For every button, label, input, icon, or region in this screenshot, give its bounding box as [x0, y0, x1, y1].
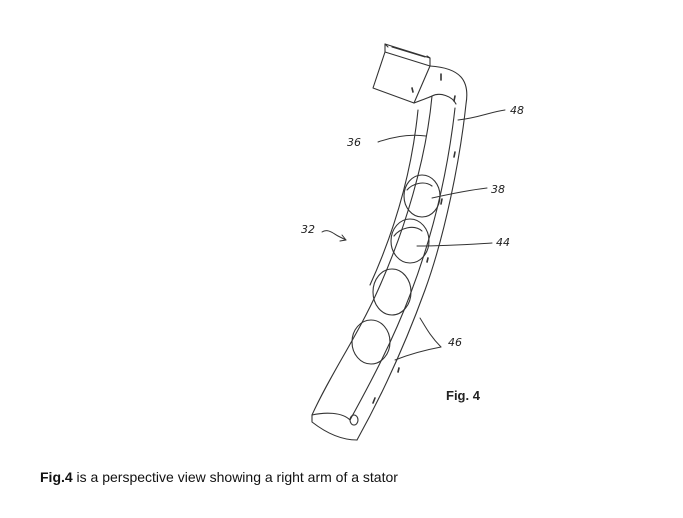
- label-44: 44: [496, 236, 510, 249]
- arm-body: [311, 65, 468, 441]
- hole-1: [403, 174, 441, 218]
- label-48: 48: [510, 104, 524, 117]
- caption-prefix: Fig.4: [40, 469, 73, 485]
- hole-3: [372, 268, 412, 316]
- top-block: [372, 43, 431, 104]
- hole-4: [351, 319, 391, 365]
- label-38: 38: [491, 183, 505, 196]
- figure-label: Fig. 4: [446, 388, 481, 403]
- label-36: 36: [347, 136, 361, 149]
- bolt-holes: [372, 73, 456, 404]
- label-46: 46: [448, 336, 462, 349]
- holes: [351, 174, 441, 365]
- leader-lines: [321, 109, 506, 361]
- label-32: 32: [301, 223, 315, 236]
- caption-text: is a perspective view showing a right ar…: [72, 469, 398, 485]
- figure-caption: Fig.4 is a perspective view showing a ri…: [40, 469, 398, 485]
- hole-2: [390, 218, 430, 264]
